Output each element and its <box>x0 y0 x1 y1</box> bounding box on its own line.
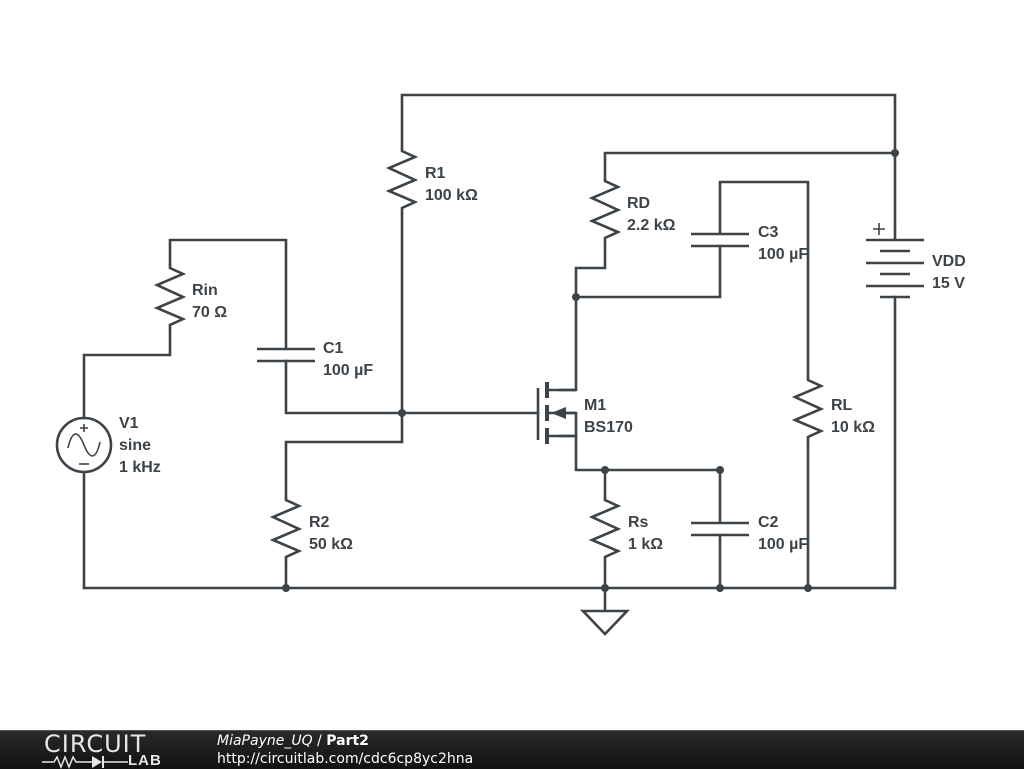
junction-dot <box>601 584 609 592</box>
component-c2[interactable]: C2 100 µF <box>691 514 808 553</box>
r2-value: 50 kΩ <box>309 536 353 553</box>
wire-c3-to-rl <box>718 180 810 379</box>
v1-name: V1 <box>119 415 139 432</box>
ground-icon <box>579 609 631 636</box>
circuitlab-logo[interactable]: CIRCUIT LAB <box>40 731 180 769</box>
sine-wave-icon <box>67 433 101 457</box>
resistor-diode-logo-icon <box>42 755 128 769</box>
c1-name: C1 <box>323 340 344 357</box>
c2-name: C2 <box>758 514 779 531</box>
rd-value: 2.2 kΩ <box>627 217 676 234</box>
component-c3[interactable]: C3 100 µF <box>691 224 808 263</box>
logo-text-top: CIRCUIT <box>44 730 147 758</box>
wire-top-rail <box>400 93 897 230</box>
junction-dot <box>572 293 580 301</box>
wire-c1-to-gate <box>284 359 540 415</box>
component-v1[interactable]: V1 sine 1 kHz <box>55 415 161 476</box>
component-rd[interactable]: RD 2.2 kΩ <box>588 178 676 244</box>
m1-name: M1 <box>584 397 606 414</box>
capacitor-icon <box>257 347 315 363</box>
resistor-icon <box>588 497 622 563</box>
wire-rin-to-c1 <box>168 238 288 350</box>
rl-name: RL <box>831 397 853 414</box>
junction-dot <box>282 584 290 592</box>
resistor-icon <box>588 178 622 244</box>
junction-dot <box>398 409 406 417</box>
resistor-icon <box>385 148 419 214</box>
c2-value: 100 µF <box>758 536 808 553</box>
component-rs[interactable]: Rs 1 kΩ <box>588 497 663 563</box>
project-title: Part2 <box>326 733 369 749</box>
rin-name: Rin <box>192 282 218 299</box>
component-r1[interactable]: R1 100 kΩ <box>385 148 478 214</box>
rd-name: RD <box>627 195 650 212</box>
wire-vdd-to-rd <box>603 151 897 180</box>
rin-value: 70 Ω <box>192 304 227 321</box>
c3-value: 100 µF <box>758 246 808 263</box>
plus-sign-icon <box>873 223 885 235</box>
path-separator: / <box>312 733 327 749</box>
rs-value: 1 kΩ <box>628 536 663 553</box>
rl-value: 10 kΩ <box>831 419 875 436</box>
sine-voltage-source-icon <box>55 416 113 474</box>
v1-type: sine <box>119 437 151 454</box>
junction-dot <box>891 149 899 157</box>
r1-value: 100 kΩ <box>425 187 478 204</box>
capacitor-icon <box>691 521 749 537</box>
component-vdd[interactable]: VDD 15 V <box>866 223 966 299</box>
resistor-icon <box>153 264 187 330</box>
wire-rd-to-drain <box>558 242 607 392</box>
author-link[interactable]: MiaPayne_UQ <box>217 733 313 749</box>
junction-dot <box>804 584 812 592</box>
circuit-schematic: V1 sine 1 kHz Rin 70 Ω C1 100 µF R1 100 … <box>55 93 966 636</box>
r1-name: R1 <box>425 165 446 182</box>
junction-dot <box>601 466 609 474</box>
rs-name: Rs <box>628 514 649 531</box>
wires <box>82 93 897 612</box>
plus-sign-icon <box>80 424 88 432</box>
resistor-icon <box>791 377 825 443</box>
nmos-transistor-icon <box>536 382 576 444</box>
component-r2[interactable]: R2 50 kΩ <box>269 497 353 563</box>
r2-name: R2 <box>309 514 330 531</box>
component-rl[interactable]: RL 10 kΩ <box>791 377 875 443</box>
component-m1[interactable]: M1 BS170 <box>536 382 633 444</box>
vdd-name: VDD <box>932 253 966 270</box>
circuit-meta: MiaPayne_UQ / Part2 http://circuitlab.co… <box>217 732 473 768</box>
c3-name: C3 <box>758 224 779 241</box>
v1-value: 1 kHz <box>119 459 161 476</box>
footer-bar: CIRCUIT LAB MiaPayne_UQ / Part2 http://c… <box>0 730 1024 769</box>
junction-dot <box>716 584 724 592</box>
c1-value: 100 µF <box>323 362 373 379</box>
component-rin[interactable]: Rin 70 Ω <box>153 264 227 330</box>
wire-r1-to-gate <box>284 212 404 499</box>
battery-icon <box>866 228 924 299</box>
resistor-icon <box>269 497 303 563</box>
wire-v1-to-rin <box>82 328 172 420</box>
vdd-value: 15 V <box>932 275 965 292</box>
capacitor-icon <box>691 232 749 248</box>
m1-value: BS170 <box>584 419 633 436</box>
component-c1[interactable]: C1 100 µF <box>257 340 373 379</box>
wire-drain-to-c3 <box>574 244 722 299</box>
circuit-url[interactable]: http://circuitlab.com/cdc6cp8yc2hna <box>217 751 474 767</box>
junction-dot <box>716 466 724 474</box>
logo-text-bottom: LAB <box>128 752 162 769</box>
junctions <box>282 149 899 592</box>
